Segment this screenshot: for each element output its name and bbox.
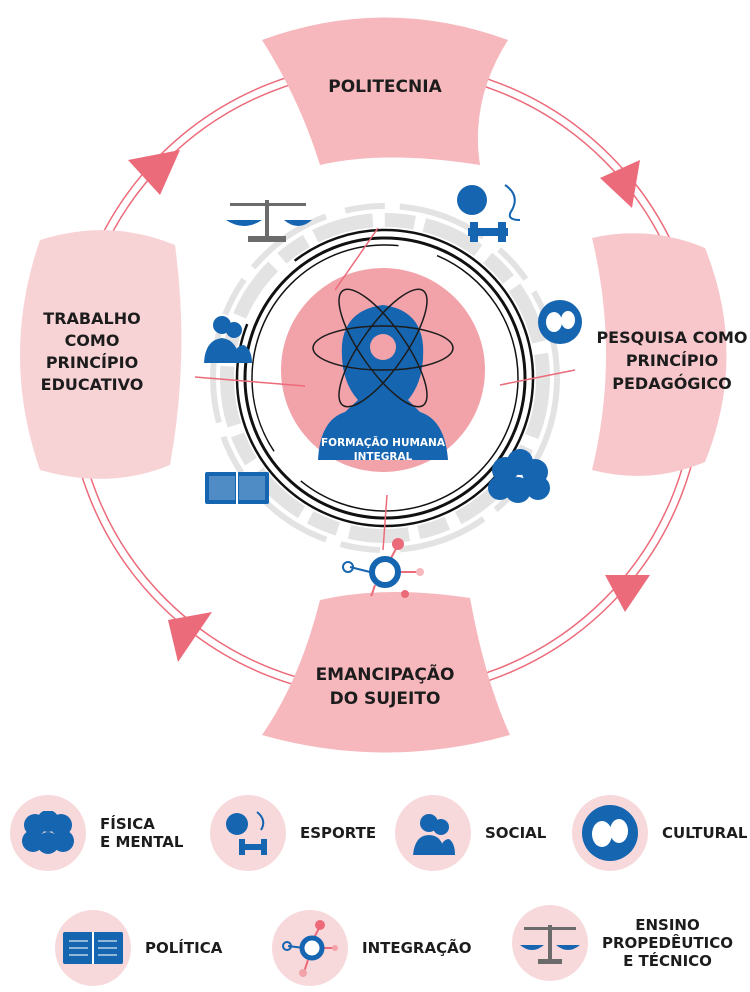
label-pesquisa-1: PESQUISA COMO [596, 328, 747, 347]
label-pesquisa-3: PEDAGÓGICO [612, 374, 731, 393]
person-icon [204, 316, 252, 363]
label-trabalho-3: PRINCÍPIO [46, 353, 138, 372]
legend-item-fisica-mental: FÍSICA E MENTAL [10, 795, 183, 871]
legend-item-politica: POLÍTICA [55, 910, 222, 986]
cycle-arrows [128, 150, 650, 662]
theater-masks-icon [538, 300, 582, 344]
diagram: POLITECNIA PESQUISA COMO PRINCÍPIO PEDAG… [20, 17, 748, 753]
sports-icon [210, 795, 286, 871]
box-emancipacao [262, 591, 510, 753]
arrow-top-left [128, 150, 180, 195]
legend-item-social: SOCIAL [395, 795, 546, 871]
legend-label: FÍSICA E MENTAL [100, 815, 184, 851]
center-label-1: FORMAÇÃO HUMANA [321, 436, 446, 449]
arrow-bottom-right [605, 575, 650, 612]
label-trabalho-2: COMO [65, 331, 120, 350]
scale-icon [512, 905, 588, 981]
legend-item-integracao: INTEGRAÇÃO [272, 910, 471, 986]
arrow-top-right [600, 160, 640, 208]
label-pesquisa-2: PRINCÍPIO [626, 351, 718, 370]
network-icon [272, 910, 348, 986]
box-pesquisa [592, 233, 727, 476]
person-icon [395, 795, 471, 871]
label-trabalho-4: EDUCATIVO [41, 375, 144, 394]
legend-label: POLÍTICA [145, 939, 223, 957]
legend-label: ENSINO PROPEDÊUTICO E TÉCNICO [602, 916, 733, 970]
connector-lines [194, 227, 576, 551]
label-emancipacao-2: DO SUJEITO [330, 689, 441, 709]
legend-item-esporte: ESPORTE [210, 795, 376, 871]
legend-item-cultural: CULTURAL [572, 795, 747, 871]
sports-icon [457, 184, 521, 242]
label-politecnia: POLITECNIA [328, 77, 442, 97]
legend: FÍSICA E MENTAL ESPORTE SOCIAL CULTURAL … [0, 780, 750, 992]
legend-item-ensino: ENSINO PROPEDÊUTICO E TÉCNICO [512, 905, 733, 981]
center-label-2: INTEGRAL [354, 451, 413, 463]
brain-icon [10, 795, 86, 871]
legend-label: INTEGRAÇÃO [362, 939, 472, 957]
book-icon [205, 472, 269, 504]
box-politecnia [262, 17, 508, 165]
brain-icon [488, 449, 550, 503]
book-icon [55, 910, 131, 986]
atom-orbits-icon [312, 288, 454, 408]
scale-icon [226, 200, 312, 242]
network-icon [342, 538, 424, 606]
arrow-bottom-left [168, 612, 212, 662]
label-emancipacao-1: EMANCIPAÇÃO [316, 662, 455, 685]
legend-label: SOCIAL [485, 824, 547, 842]
label-trabalho-1: TRABALHO [43, 309, 140, 328]
theater-masks-icon [572, 795, 648, 871]
legend-label: ESPORTE [300, 824, 377, 842]
legend-label: CULTURAL [662, 824, 748, 842]
box-trabalho [20, 230, 182, 479]
black-ring-3 [251, 244, 519, 512]
